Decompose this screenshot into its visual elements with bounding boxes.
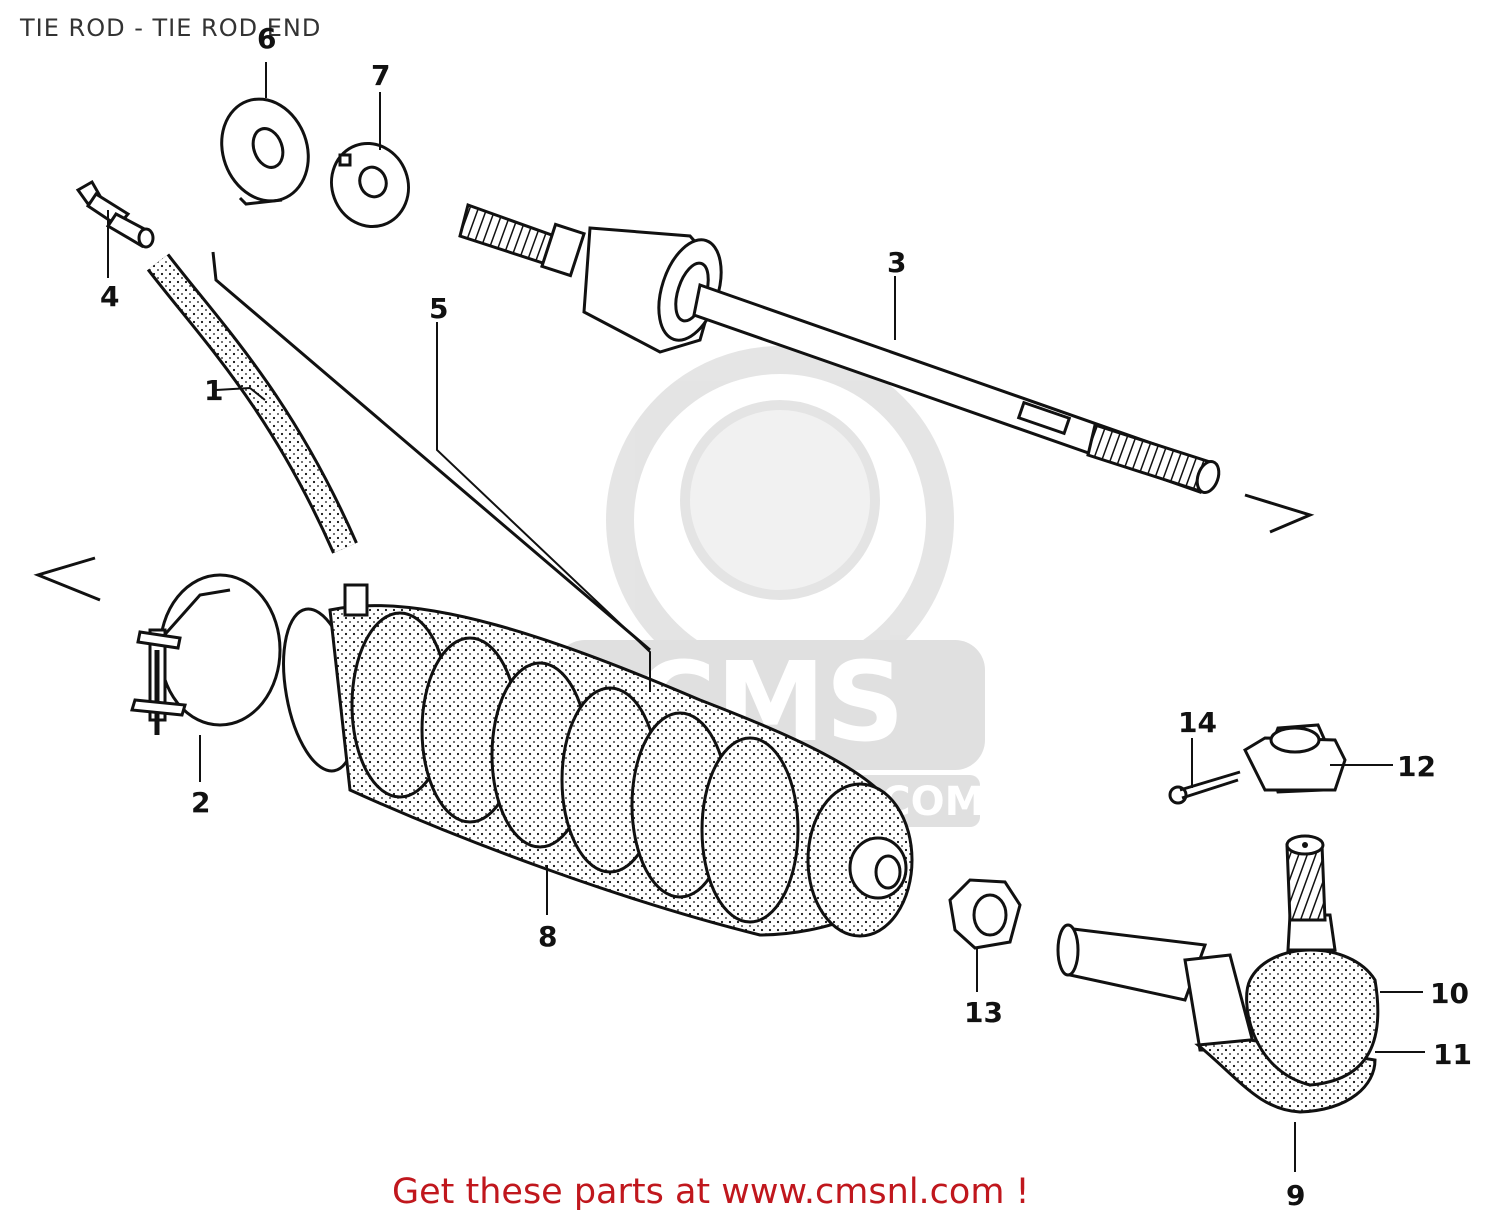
tie-rod-3 (458, 203, 1315, 534)
tie-rod-end-9 (1056, 834, 1380, 1114)
rack-boot-8 (282, 583, 914, 938)
arrow-left (33, 556, 101, 602)
callout-1: 1 (204, 374, 223, 407)
callout-4: 4 (100, 280, 119, 313)
callout-11: 11 (1433, 1038, 1472, 1071)
callout-12: 12 (1397, 750, 1436, 783)
callout-labels: 1 2 3 4 5 6 7 8 9 10 11 12 13 14 (100, 22, 1472, 1212)
band-clamp-2 (130, 573, 282, 735)
lock-washer-7 (330, 141, 410, 229)
cotter-pin-14 (1168, 770, 1241, 805)
breather-tube-1 (146, 251, 651, 652)
callout-7: 7 (371, 59, 390, 92)
callout-9: 9 (1286, 1179, 1305, 1212)
grease-nipple-4 (75, 179, 155, 249)
diagram-title: TIE ROD - TIE ROD END (20, 14, 322, 42)
callout-2: 2 (191, 786, 210, 819)
leader-lines (107, 62, 1425, 1172)
callout-13: 13 (964, 996, 1003, 1029)
washer-6 (220, 97, 310, 206)
nut-13 (948, 878, 1022, 950)
callout-10: 10 (1430, 977, 1469, 1010)
callout-8: 8 (538, 920, 557, 953)
callout-6: 6 (257, 22, 276, 55)
footer-promo-link[interactable]: Get these parts at www.cmsnl.com ! (392, 1172, 1030, 1212)
callout-3: 3 (887, 246, 906, 279)
callout-14: 14 (1178, 706, 1217, 739)
castle-nut-12 (1243, 723, 1347, 794)
callout-5: 5 (429, 292, 448, 325)
